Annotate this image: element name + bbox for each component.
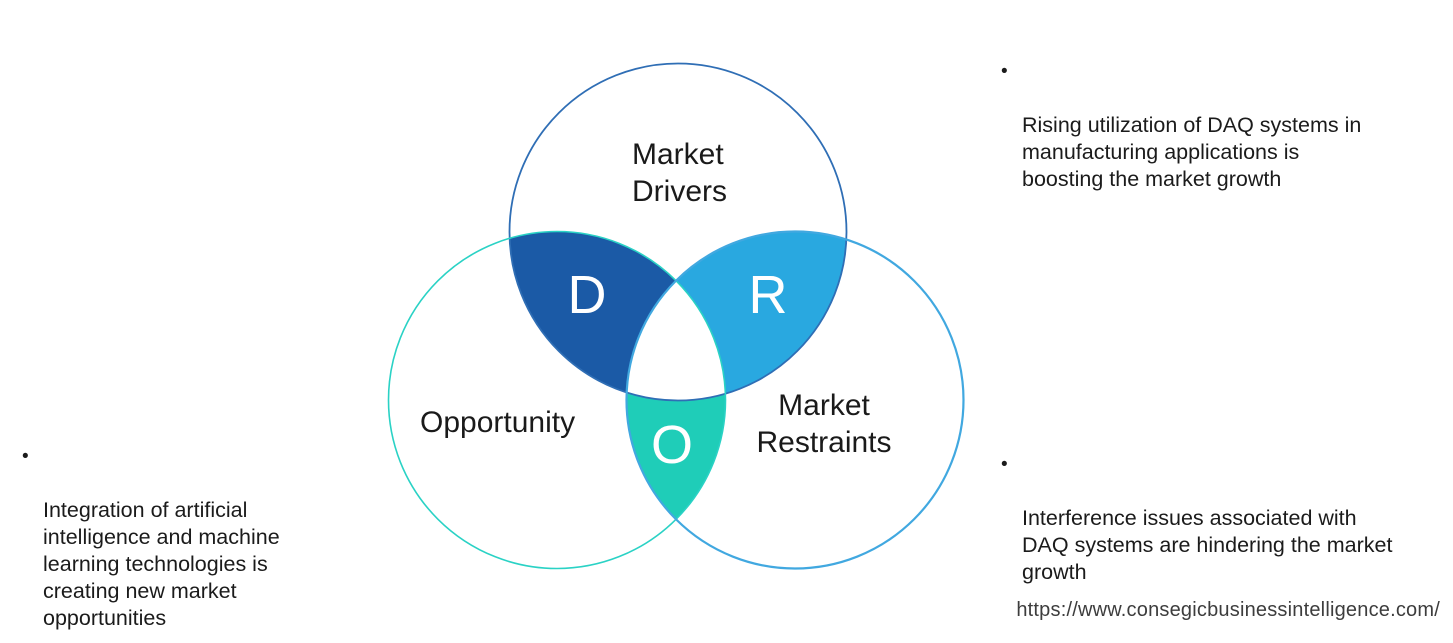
opportunity-circle-outline — [387, 230, 727, 570]
note-market-drivers: • Rising utilization of DAQ systems in m… — [996, 58, 1442, 193]
note-opportunity: • Integration of artificial intelligence… — [17, 443, 363, 632]
source-url[interactable]: https://www.consegicbusinessintelligence… — [1016, 599, 1440, 621]
letter-o: O — [650, 415, 693, 475]
bullet-icon: • — [1001, 454, 1008, 475]
drivers-label: Market Drivers — [632, 138, 727, 208]
note-market-restraints: • Interference issues associated with DA… — [996, 451, 1453, 586]
bullet-icon: • — [1001, 61, 1008, 82]
letter-d: D — [567, 265, 607, 325]
note-text-restraints: Interference issues associated with DAQ … — [1022, 506, 1393, 584]
note-text-opportunity: Integration of artificial intelligence a… — [43, 498, 280, 630]
bullet-icon: • — [22, 446, 29, 467]
letter-r: R — [748, 265, 788, 325]
note-text-drivers: Rising utilization of DAQ systems in man… — [1022, 113, 1362, 191]
opportunity-label: Opportunity — [420, 406, 576, 439]
restraints-label: Market Restraints — [756, 389, 892, 459]
drivers-circle-outline — [508, 62, 848, 402]
restraints-circle-outline — [625, 230, 965, 570]
